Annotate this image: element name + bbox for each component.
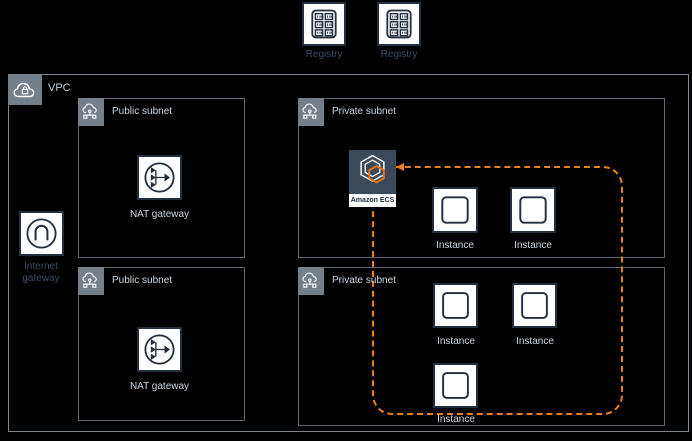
instance-icon <box>433 283 478 328</box>
subnet-cloud-icon <box>78 98 104 126</box>
container-registry-icon <box>306 6 342 42</box>
private-subnet-1-label: Private subnet <box>332 106 396 117</box>
instance-icon <box>433 363 478 408</box>
amazon-ecs-label: Amazon ECS <box>349 194 396 207</box>
amazon-ecs-node: Amazon ECS <box>349 150 396 207</box>
ecs-service-loop <box>372 166 623 415</box>
subnet-cloud-icon <box>298 267 324 295</box>
vpc-label: VPC <box>48 82 71 94</box>
public-subnet-1-label: Public subnet <box>112 106 173 117</box>
instance-icon <box>432 187 478 233</box>
nat-gateway-icon-1 <box>137 155 182 200</box>
private-subnet-2-label: Private subnet <box>332 275 396 286</box>
instance-label: Instance <box>516 336 554 347</box>
subnet-cloud-icon <box>298 98 324 126</box>
public-subnet-1 <box>78 98 245 258</box>
nat-gateway-2-label: NAT gateway <box>129 381 190 392</box>
internet-gateway-label: Internet gateway <box>22 261 60 284</box>
registry-label-2: Registry <box>380 49 418 60</box>
nat-gateway-icon-2 <box>137 327 182 372</box>
internet-gateway-icon <box>19 211 64 256</box>
instance-label: Instance <box>437 336 475 347</box>
ecs-loop-arrowhead <box>396 163 404 171</box>
private-subnet-1 <box>298 98 665 258</box>
nat-gateway-1-label: NAT gateway <box>129 209 190 220</box>
vpc-cloud-icon <box>8 74 42 105</box>
amazon-ecs-icon <box>349 150 396 194</box>
public-subnet-2-label: Public subnet <box>112 275 173 286</box>
public-subnet-2 <box>78 267 245 421</box>
instance-icon <box>512 283 557 328</box>
vpc-container <box>8 74 689 432</box>
registry-label-1: Registry <box>305 49 343 60</box>
subnet-cloud-icon <box>78 267 104 295</box>
instance-label: Instance <box>437 414 475 425</box>
instance-label: Instance <box>436 240 474 251</box>
container-registry-icon <box>381 6 417 42</box>
registry-node-2 <box>377 2 421 46</box>
registry-node-1 <box>302 2 346 46</box>
instance-icon <box>510 187 556 233</box>
private-subnet-2 <box>298 267 665 426</box>
instance-label: Instance <box>514 240 552 251</box>
